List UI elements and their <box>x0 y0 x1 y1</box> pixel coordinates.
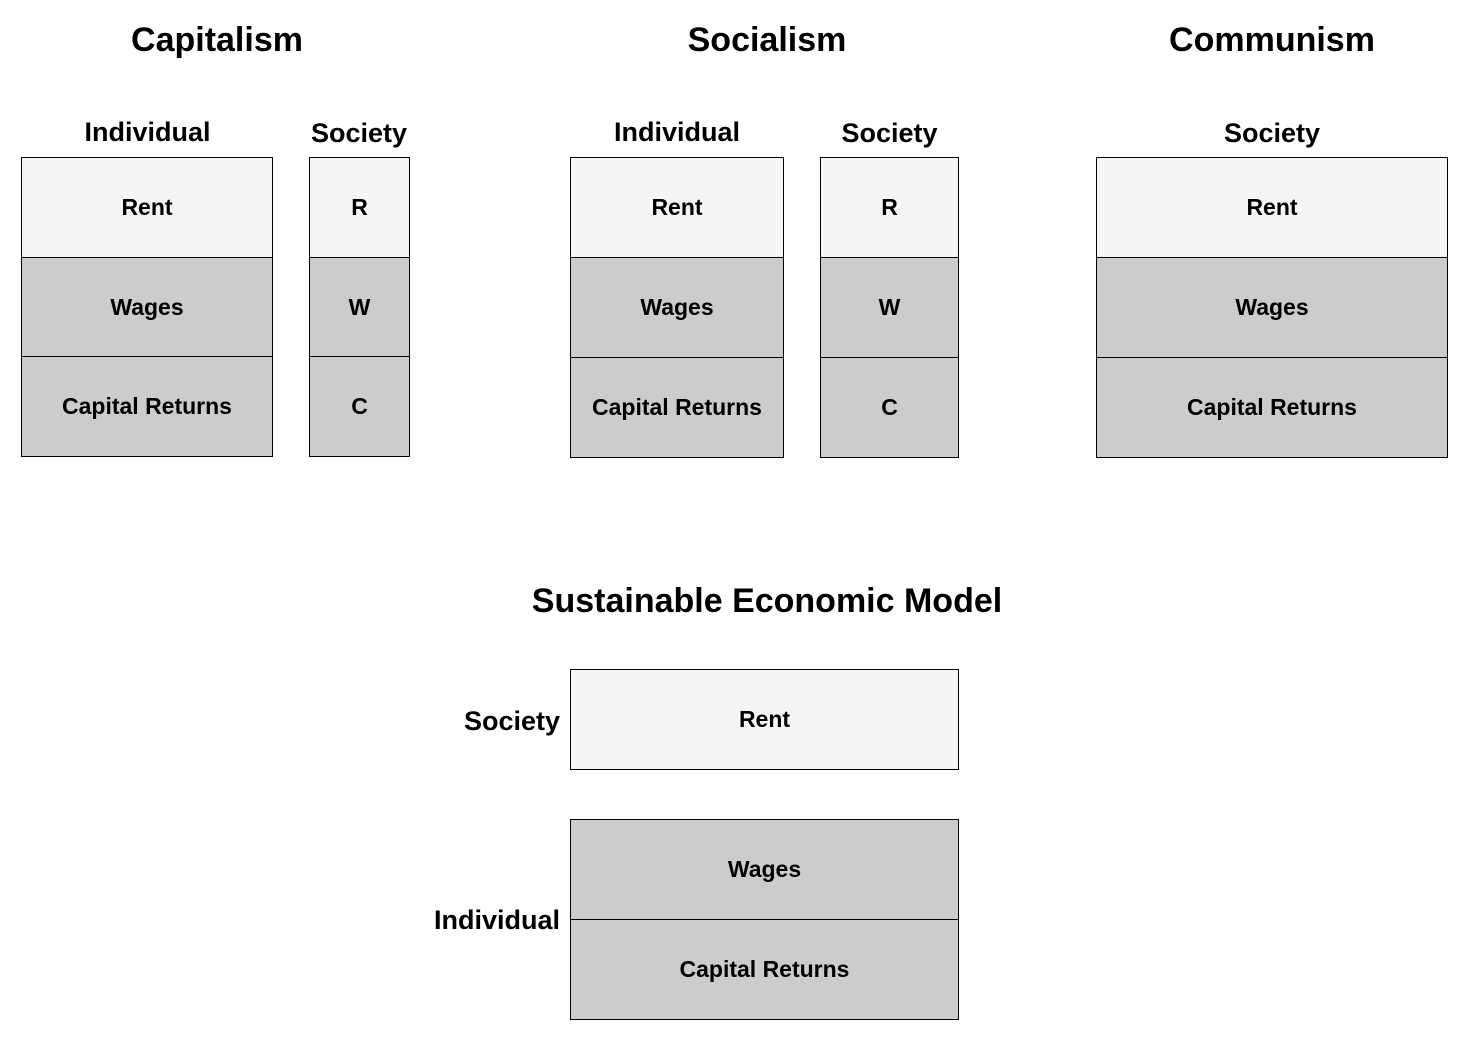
socialism-title: Socialism <box>687 21 847 59</box>
socialism-society-rent: R <box>821 158 958 257</box>
capitalism-individual-capital-returns: Capital Returns <box>22 356 272 457</box>
sustainable-individual-stack: Wages Capital Returns <box>570 819 959 1020</box>
capitalism-society-stack: R W C <box>309 157 410 457</box>
capitalism-individual-label: Individual <box>84 117 211 147</box>
socialism-society-wages: W <box>821 257 958 357</box>
communism-society-capital-returns: Capital Returns <box>1097 357 1447 457</box>
socialism-individual-stack: Rent Wages Capital Returns <box>570 157 784 458</box>
socialism-society-capital: C <box>821 357 958 457</box>
sustainable-society-rent: Rent <box>571 670 958 769</box>
communism-society-wages: Wages <box>1097 257 1447 357</box>
sustainable-individual-label: Individual <box>433 905 560 935</box>
sustainable-society-label: Society <box>463 706 560 736</box>
communism-society-rent: Rent <box>1097 158 1447 257</box>
capitalism-title: Capitalism <box>131 21 303 59</box>
communism-title: Communism <box>1169 21 1375 59</box>
capitalism-society-rent: R <box>310 158 409 257</box>
communism-society-stack: Rent Wages Capital Returns <box>1096 157 1448 458</box>
capitalism-society-wages: W <box>310 256 409 357</box>
communism-society-label: Society <box>1223 118 1321 148</box>
socialism-society-label: Society <box>841 118 938 148</box>
capitalism-individual-stack: Rent Wages Capital Returns <box>21 157 273 457</box>
socialism-individual-label: Individual <box>613 117 740 147</box>
capitalism-society-label: Society <box>310 118 408 148</box>
sustainable-individual-capital-returns: Capital Returns <box>571 919 958 1019</box>
socialism-individual-capital-returns: Capital Returns <box>571 357 783 457</box>
socialism-individual-rent: Rent <box>571 158 783 257</box>
capitalism-individual-rent: Rent <box>22 158 272 257</box>
socialism-individual-wages: Wages <box>571 257 783 357</box>
sustainable-model-title: Sustainable Economic Model <box>531 582 1003 620</box>
sustainable-individual-wages: Wages <box>571 820 958 919</box>
sustainable-society-stack: Rent <box>570 669 959 770</box>
capitalism-society-capital: C <box>310 356 409 457</box>
capitalism-individual-wages: Wages <box>22 256 272 357</box>
socialism-society-stack: R W C <box>820 157 959 458</box>
